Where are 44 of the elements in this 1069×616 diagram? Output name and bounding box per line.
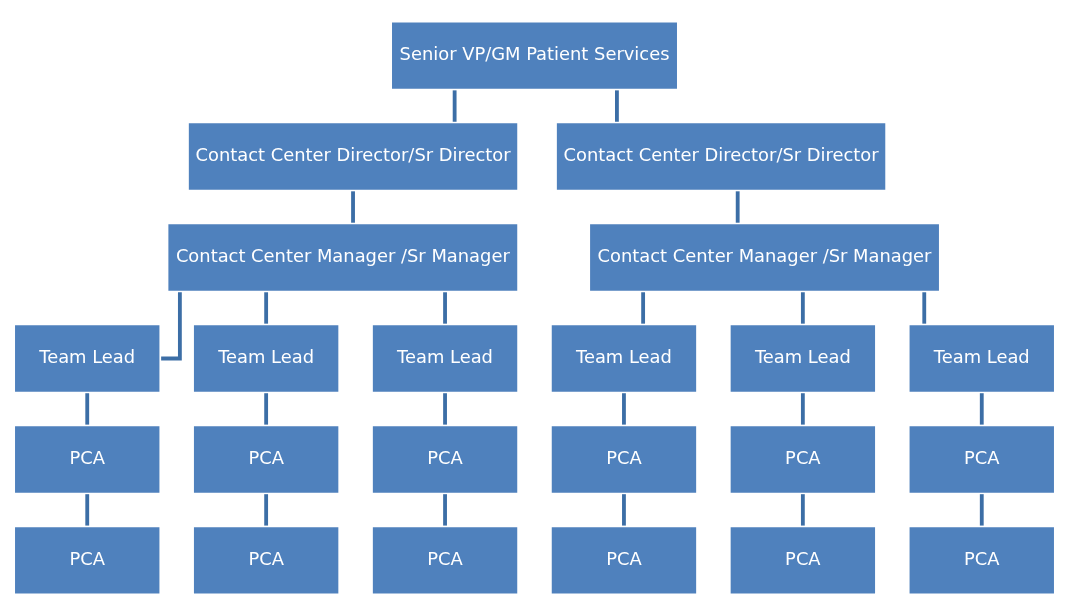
node-box: PCA — [191, 524, 341, 597]
connector — [443, 292, 447, 324]
connector — [452, 90, 457, 122]
node-box: Contact Center Manager /Sr Manager — [165, 221, 520, 294]
connector — [622, 494, 626, 526]
node-box: PCA — [370, 524, 520, 597]
node-box: Contact Center Manager /Sr Manager — [587, 221, 942, 294]
node-box: Contact Center Director/Sr Director — [554, 120, 888, 193]
connector — [641, 292, 646, 324]
connector — [800, 292, 805, 324]
node-box: PCA — [728, 524, 878, 597]
connector — [443, 393, 447, 425]
node-box: Team Lead — [191, 322, 341, 395]
connector — [800, 494, 805, 526]
connector — [979, 393, 984, 425]
connector — [800, 393, 805, 425]
node-box: Team Lead — [549, 322, 699, 395]
node-box: Contact Center Director/Sr Director — [186, 120, 520, 193]
connector — [264, 494, 269, 526]
connector — [622, 393, 626, 425]
node-box: PCA — [549, 524, 699, 597]
node-box: PCA — [728, 423, 878, 496]
connector — [85, 393, 90, 425]
connector — [922, 292, 927, 324]
connector — [264, 292, 269, 324]
node-box: Senior VP/GM Patient Services — [389, 19, 680, 92]
node-box: PCA — [191, 423, 341, 496]
connector — [443, 494, 447, 526]
node-box: Team Lead — [907, 322, 1057, 395]
node-box: PCA — [549, 423, 699, 496]
connector — [615, 90, 619, 122]
node-box: Team Lead — [12, 322, 162, 395]
node-box: Team Lead — [728, 322, 878, 395]
connector — [351, 191, 355, 223]
node-box: PCA — [907, 524, 1057, 597]
node-box: PCA — [907, 423, 1057, 496]
connector — [979, 494, 984, 526]
node-box: PCA — [12, 524, 162, 597]
node-box: Team Lead — [370, 322, 520, 395]
connector — [735, 191, 740, 223]
node-box: PCA — [370, 423, 520, 496]
node-box: PCA — [12, 423, 162, 496]
connector — [85, 494, 90, 526]
connector — [264, 393, 269, 425]
